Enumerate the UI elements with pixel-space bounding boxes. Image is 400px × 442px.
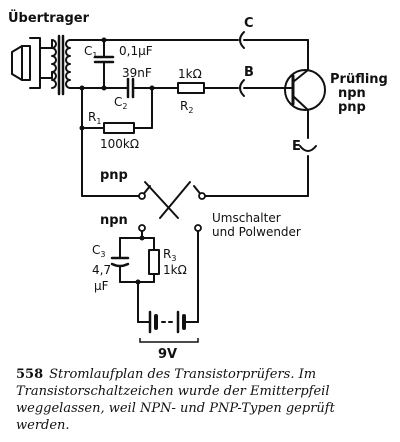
switch-contact — [138, 224, 146, 232]
loudspeaker-icon — [11, 37, 41, 89]
terminal-c-label: C — [244, 16, 254, 31]
switch-label-line1: Umschalter — [212, 211, 281, 225]
r1-label: R1 — [88, 110, 101, 126]
c2-value: 39nF — [122, 66, 152, 80]
figure-number: 558 — [16, 367, 44, 382]
c2-label: C2 — [114, 95, 127, 111]
transformer-symbol — [51, 34, 71, 96]
caption-text: Stromlaufplan des Transistorprüfers. Im … — [16, 367, 335, 433]
circuit-diagram: Übertrager C1 0,1µF 39nF C2 1kΩ R2 R1 10… — [8, 10, 388, 360]
dut-label: Prüfling — [330, 72, 388, 87]
terminal-e-label: E — [292, 139, 301, 154]
r2-label: R2 — [180, 99, 193, 115]
r2-value: 1kΩ — [178, 67, 202, 81]
switch-contact — [194, 224, 202, 232]
transformer-label: Übertrager — [8, 10, 90, 26]
c3-label: C3 — [92, 243, 105, 259]
c3-value-unit: µF — [94, 279, 109, 293]
switch-contact — [198, 192, 206, 200]
pnp-label: pnp — [100, 168, 128, 183]
r1-value: 100kΩ — [100, 137, 139, 151]
c3-value-number: 4,7 — [92, 263, 111, 277]
c1-value: 0,1µF — [119, 44, 153, 58]
switch-symbol — [141, 181, 203, 219]
battery-label: 9V — [158, 347, 177, 360]
switch-contact — [138, 192, 146, 200]
r3-value: 1kΩ — [163, 263, 187, 277]
npn-label: npn — [100, 213, 128, 228]
c1-label: C1 — [84, 44, 97, 60]
dut-pnp-label: pnp — [338, 100, 366, 115]
transistor-symbol — [284, 69, 326, 111]
dut-npn-label: npn — [338, 86, 366, 101]
switch-label-line2: und Polwender — [212, 225, 301, 239]
battery-symbol — [137, 310, 199, 334]
terminal-b-label: B — [244, 65, 254, 80]
r3-label: R3 — [163, 247, 176, 263]
